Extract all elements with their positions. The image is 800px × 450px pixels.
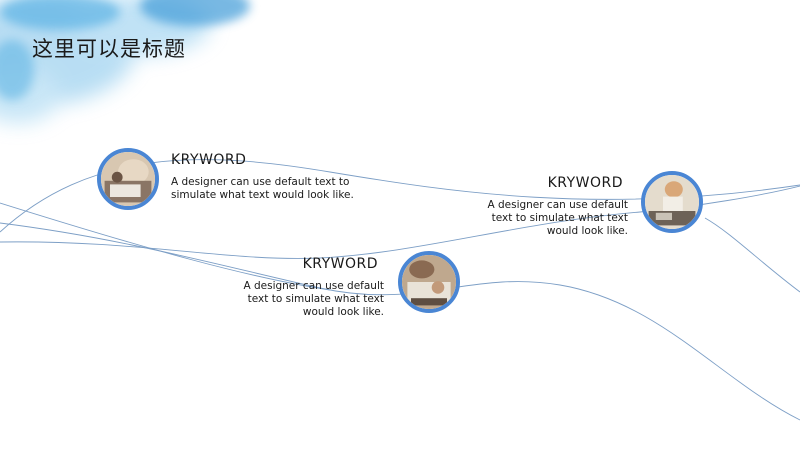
keyword-1: KRYWORD [171,152,247,168]
keyword-2: KRYWORD [547,175,623,191]
photo-2-image [645,175,699,229]
photo-1-image [101,152,155,206]
description-1: A designer can use default text to simul… [171,176,354,201]
photo-2 [641,171,703,233]
keyword-3: KRYWORD [302,256,378,272]
description-3: A designer can use default text to simul… [243,280,384,318]
photo-3 [398,251,460,313]
slide-title: 这里可以是标题 [32,37,186,61]
photo-3-image [402,255,456,309]
photo-1 [97,148,159,210]
description-2: A designer can use default text to simul… [487,199,628,237]
